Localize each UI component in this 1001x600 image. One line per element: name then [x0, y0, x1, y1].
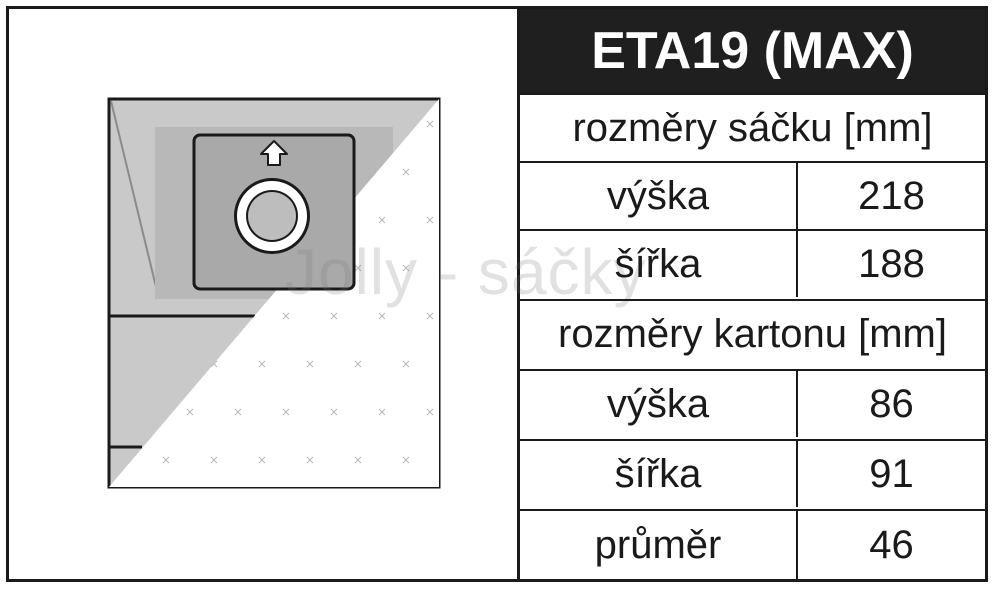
watermark-text: Jolly - sáčky [285, 236, 647, 308]
table-row: výška 86 [520, 369, 985, 437]
box-height-label: výška [520, 371, 798, 437]
table-row: průměr 46 [520, 509, 985, 579]
box-width-label: šířka [520, 441, 798, 507]
box-dimensions-heading: rozměry kartonu [mm] [520, 299, 985, 367]
box-height-value: 86 [869, 381, 914, 426]
bag-dimensions-heading: rozměry sáčku [mm] [520, 93, 985, 161]
dimensions-table: ETA19 (MAX) rozměry sáčku [mm] výška 218… [520, 9, 985, 579]
box-width-value: 91 [869, 451, 914, 496]
table-row: šířka 188 [520, 229, 985, 297]
arrow-up-icon [260, 140, 288, 166]
box-diameter-value: 46 [869, 522, 914, 567]
bag-illustration-panel: Jolly - sáčky [9, 9, 646, 579]
bag-dimensions-heading-text: rozměry sáčku [mm] [572, 105, 933, 150]
product-title: ETA19 (MAX) [520, 9, 985, 93]
vacuum-bag-illustration [107, 97, 441, 489]
bag-width-label: šířka [520, 231, 798, 297]
bag-width-value: 188 [858, 241, 925, 286]
box-diameter-label: průměr [520, 511, 798, 579]
bag-height-value: 218 [858, 173, 925, 218]
table-row: šířka 91 [520, 439, 985, 507]
bag-height-label: výška [520, 163, 798, 229]
spec-sheet: Jolly - sáčky ETA19 (MAX) rozměry sáčku … [6, 6, 988, 582]
box-dimensions-heading-text: rozměry kartonu [mm] [558, 311, 947, 356]
table-row: výška 218 [520, 161, 985, 229]
